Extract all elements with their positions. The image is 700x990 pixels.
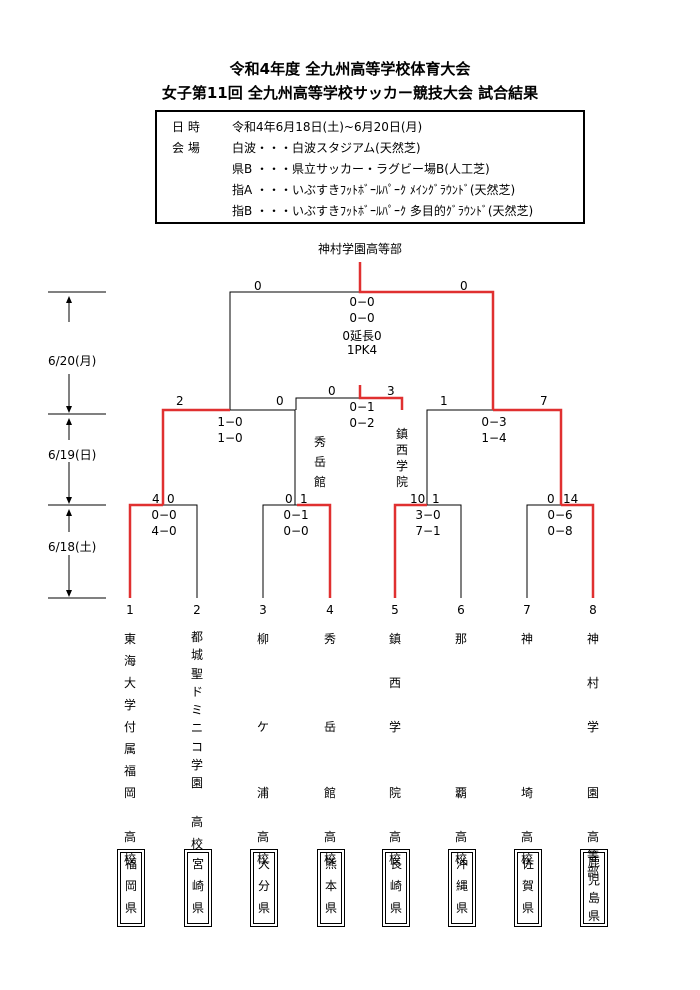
prefecture-box: 大分県 (250, 849, 278, 927)
semi2-right-score: 7 (540, 394, 548, 408)
venue-label: 会 場 (172, 141, 200, 155)
r1-match2-second-half: 0−0 (283, 524, 309, 538)
final-second-half: 0−0 (349, 311, 375, 325)
third-left-score: 0 (328, 384, 336, 398)
bracket-line (229, 291, 360, 410)
semi2-left-score: 1 (440, 394, 448, 408)
r1-match1-first-half: 0−0 (151, 508, 177, 522)
r1-match2-right-score: 1 (300, 492, 308, 506)
champion-name: 神村学園高等部 (317, 242, 402, 256)
r1-match3-right-score: 1 (432, 492, 440, 506)
semi2-second-half: 1−4 (481, 431, 507, 445)
venue-line: 指B ・・・いぶすきﾌｯﾄﾎﾞｰﾙﾊﾟｰｸ 多目的ｸﾞﾗｳﾝﾄﾞ(天然芝) (232, 204, 534, 218)
third-right-team: 鎮 西 学 院 (395, 427, 408, 489)
prefecture-box: 長崎県 (382, 849, 410, 927)
team-number: 7 (523, 603, 531, 617)
bracket-line (163, 504, 198, 598)
r1-match1-right-score: 0 (167, 492, 175, 506)
final-first-half: 0−0 (349, 295, 375, 309)
bracket-line (295, 397, 360, 410)
team-name-1: 東海大学付属福岡高校 (123, 632, 136, 866)
prefecture-box: 鹿児島県 (580, 849, 608, 927)
bracket-line (427, 504, 462, 598)
winner-line (358, 262, 495, 410)
semi1-right-score: 0 (276, 394, 284, 408)
prefecture-box: 福岡県 (117, 849, 145, 927)
team-number: 6 (457, 603, 465, 617)
final-left-score: 0 (254, 279, 262, 293)
r1-match4-first-half: 0−6 (547, 508, 573, 522)
prefecture-box: 佐賀県 (514, 849, 542, 927)
team-number: 2 (193, 603, 201, 617)
team-number: 5 (391, 603, 399, 617)
semi1-left-score: 2 (176, 394, 184, 408)
final-right-score: 0 (460, 279, 468, 293)
semi1-first-half: 1−0 (217, 415, 243, 429)
venue-line: 県B ・・・県立サッカー・ラグビー場B(人工芝) (232, 162, 490, 176)
winner-line (393, 503, 427, 598)
team-name-6: 那覇高校 (454, 632, 467, 866)
team-number: 4 (326, 603, 334, 617)
bracket-line (262, 504, 297, 598)
r1-match4-right-score: 14 (563, 492, 579, 506)
winner-line (561, 503, 595, 598)
r1-match1-left-score: 4 (152, 492, 160, 506)
date-label-final: 6/20(月) (48, 354, 97, 368)
prefecture-box: 熊本県 (317, 849, 345, 927)
r1-match1-second-half: 4−0 (151, 524, 177, 538)
r1-match2-left-score: 0 (285, 492, 293, 506)
venue-line: 指A ・・・いぶすきﾌｯﾄﾎﾞｰﾙﾊﾟｰｸ ﾒｲﾝｸﾞﾗｳﾝﾄﾞ(天然芝) (232, 183, 516, 197)
team-number: 1 (126, 603, 134, 617)
r1-match3-second-half: 7−1 (415, 524, 441, 538)
bracket-line (526, 504, 561, 598)
third-second-half: 0−2 (349, 416, 375, 430)
date-arrows (66, 296, 72, 597)
r1-match4-left-score: 0 (547, 492, 555, 506)
r1-match2-first-half: 0−1 (283, 508, 309, 522)
date-label-semifinal: 6/19(日) (48, 448, 97, 462)
winner-line (161, 408, 230, 505)
winner-line (297, 503, 332, 598)
date-label: 日 時 (172, 120, 200, 134)
final-extra-time: 0延長0 (342, 329, 382, 343)
bracket-line (426, 409, 493, 505)
team-name-4: 秀岳館高校 (323, 632, 336, 866)
date-value: 令和4年6月18日(土)~6月20日(月) (232, 120, 423, 134)
third-right-score: 3 (387, 384, 395, 398)
final-pk: 1PK4 (346, 343, 378, 357)
page-title: 令和4年度 全九州高等学校体育大会 (229, 60, 471, 78)
page-subtitle: 女子第11回 全九州高等学校サッカー競技大会 試合結果 (161, 84, 539, 102)
winner-line (358, 385, 404, 410)
team-name-5: 鎮西学院高校 (388, 632, 401, 866)
bracket-line (230, 409, 296, 505)
third-left-team: 秀 岳 館 (313, 435, 326, 489)
team-name-3: 柳ケ浦高校 (256, 632, 269, 866)
info-box (155, 110, 585, 224)
team-name-8: 神村学園高等部 (586, 632, 599, 879)
third-first-half: 0−1 (349, 400, 375, 414)
team-number: 8 (589, 603, 597, 617)
r1-match3-first-half: 3−0 (415, 508, 441, 522)
semi1-second-half: 1−0 (217, 431, 243, 445)
prefecture-box: 宮崎県 (184, 849, 212, 927)
team-name-7: 神埼高校 (520, 632, 533, 866)
team-number: 3 (259, 603, 267, 617)
r1-match3-left-score: 10 (410, 492, 426, 506)
semi2-first-half: 0−3 (481, 415, 507, 429)
r1-match4-second-half: 0−8 (547, 524, 573, 538)
winner-line (493, 408, 563, 505)
winner-line (128, 503, 163, 598)
prefecture-box: 沖縄県 (448, 849, 476, 927)
team-name-2: 都城聖ドミニコ学園高校 (190, 630, 203, 851)
venue-line: 白波・・・白波スタジアム(天然芝) (232, 141, 421, 155)
date-label-first-round: 6/18(土) (48, 540, 97, 554)
